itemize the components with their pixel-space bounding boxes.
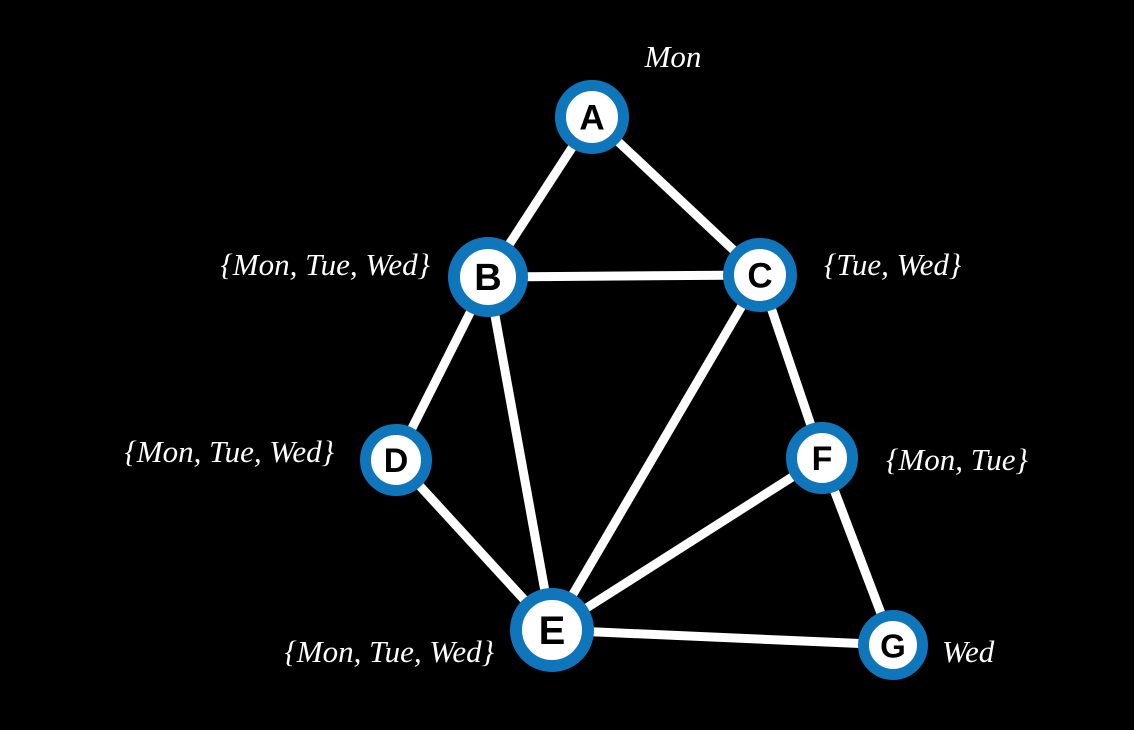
- node-a-label: A: [579, 99, 604, 138]
- node-d[interactable]: D: [360, 424, 432, 496]
- node-f-circle: [786, 422, 858, 494]
- nodes-layer: A B C D F E G: [360, 80, 928, 680]
- domain-label-b: {Mon, Tue, Wed}: [220, 247, 430, 282]
- node-g-label: G: [880, 628, 906, 665]
- edge-c-e: [568, 302, 747, 598]
- node-a-circle: [555, 80, 629, 154]
- node-e[interactable]: E: [510, 588, 594, 672]
- domain-labels-layer: Mon {Mon, Tue, Wed} {Tue, Wed} {Mon, Tue, W…: [124, 39, 1028, 669]
- edges-layer: [407, 137, 886, 649]
- node-a[interactable]: A: [555, 80, 629, 154]
- domain-label-c: {Tue, Wed}: [824, 247, 962, 282]
- edge-d-e: [415, 482, 529, 604]
- node-c-circle: [723, 238, 797, 312]
- edge-b-d: [407, 308, 475, 432]
- node-f-label: F: [812, 440, 833, 478]
- edge-c-f: [766, 306, 816, 428]
- node-c[interactable]: C: [723, 238, 797, 312]
- node-b-label: B: [474, 257, 501, 299]
- node-d-label: D: [384, 442, 409, 480]
- node-c-label: C: [747, 257, 772, 296]
- domain-label-e: {Mon, Tue, Wed}: [284, 634, 494, 669]
- node-g[interactable]: G: [858, 610, 928, 680]
- domain-label-a: Mon: [644, 39, 702, 74]
- domain-label-g: Wed: [942, 634, 995, 669]
- node-e-circle: [510, 588, 594, 672]
- node-f[interactable]: F: [786, 422, 858, 494]
- node-d-circle: [360, 424, 432, 496]
- edge-a-c: [614, 137, 738, 255]
- node-b[interactable]: B: [448, 237, 528, 317]
- node-g-circle: [858, 610, 928, 680]
- edge-e-g: [591, 627, 861, 649]
- node-e-label: E: [539, 609, 566, 653]
- edge-b-e: [490, 313, 550, 592]
- node-b-circle: [448, 237, 528, 317]
- domain-label-d: {Mon, Tue, Wed}: [124, 434, 334, 469]
- edge-f-g: [829, 488, 886, 616]
- domain-label-f: {Mon, Tue}: [886, 442, 1029, 477]
- edge-e-f: [583, 472, 796, 613]
- edge-a-b: [504, 143, 577, 248]
- edge-b-c: [525, 270, 726, 282]
